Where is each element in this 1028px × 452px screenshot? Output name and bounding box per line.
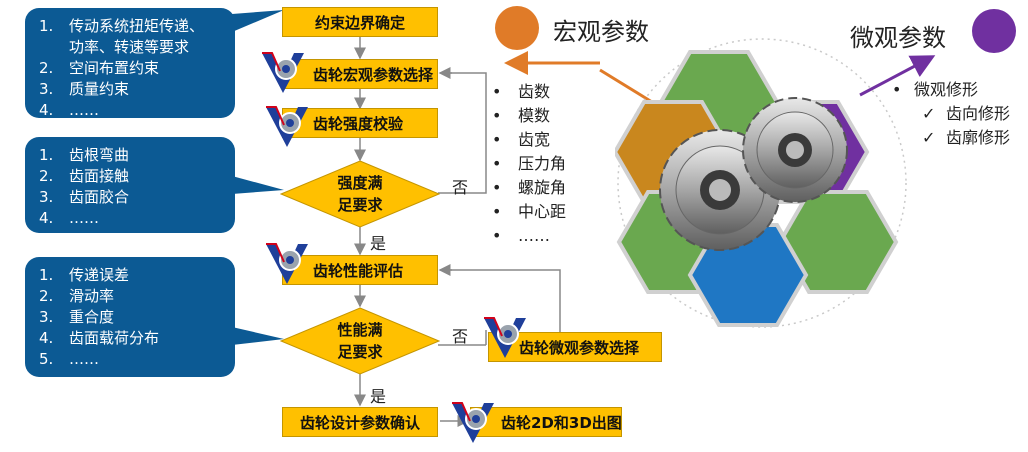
step-label: 齿轮微观参数选择 (519, 338, 640, 357)
edge-label-no: 否 (452, 327, 469, 346)
list-item: 4.…… (39, 101, 99, 119)
list-item: 3.质量约束 (39, 80, 130, 98)
step-perf-eval: 齿轮性能评估 (282, 255, 438, 285)
logo-icon (262, 52, 304, 93)
list-item: 3.重合度 (39, 308, 115, 326)
macro-title: 宏观参数 (553, 18, 649, 46)
list-item: 功率、转速等要求 (69, 38, 190, 56)
callout-performance: 1.传递误差 2.滑动率 3.重合度 4.齿面载荷分布 5.…… (25, 257, 235, 377)
micro-param-list: •微观修形 ✓齿向修形 ✓齿廓修形 (892, 78, 1010, 150)
list-item: •模数 (492, 106, 551, 125)
decision-strength-text: 强度满足要求 (337, 174, 383, 214)
callout-pointer (232, 327, 284, 345)
callout-pointer (232, 176, 284, 194)
list-item: •齿数 (492, 82, 551, 101)
step-label: 齿轮宏观参数选择 (313, 65, 434, 84)
list-item: 5.…… (39, 350, 99, 368)
logo-icon (484, 317, 526, 358)
macro-dot (495, 6, 539, 50)
list-item: 4.齿面载荷分布 (39, 329, 160, 347)
step-strength-check: 齿轮强度校验 (282, 108, 438, 138)
step-constraints: 约束边界确定 (282, 7, 438, 37)
logo-icon (452, 402, 494, 443)
list-item: 2.齿面接触 (39, 167, 130, 185)
gear-hexagon-illustration (615, 50, 899, 327)
list-item: •中心距 (492, 202, 567, 221)
micro-title: 微观参数 (850, 24, 946, 52)
list-item: •微观修形 (892, 80, 979, 99)
callout-constraints: 1.传动系统扭矩传递、 功率、转速等要求 2.空间布置约束 3.质量约束 4.…… (25, 8, 235, 119)
list-item: •…… (492, 226, 550, 245)
logo-icon (266, 243, 308, 284)
step-label: 齿轮性能评估 (313, 261, 404, 280)
decision-strength-diamond (280, 160, 440, 228)
gear-icon (659, 129, 781, 251)
step-micro-select: 齿轮微观参数选择 (488, 332, 662, 362)
callout-pointer (232, 10, 284, 32)
list-item: 4.…… (39, 209, 99, 227)
gear-icon (742, 97, 848, 203)
list-item: ✓齿向修形 (892, 102, 1010, 126)
list-item: •齿宽 (492, 130, 551, 149)
edge-label-yes: 是 (370, 387, 387, 406)
step-param-confirm: 齿轮设计参数确认 (282, 407, 438, 437)
step-label: 齿轮强度校验 (313, 114, 404, 133)
logo-icon (266, 106, 308, 147)
list-item: 2.空间布置约束 (39, 59, 160, 77)
list-item: 3.齿面胶合 (39, 188, 130, 206)
callout-strength: 1.齿根弯曲 2.齿面接触 3.齿面胶合 4.…… (25, 137, 235, 233)
edge-label-no: 否 (452, 178, 469, 197)
list-item: 2.滑动率 (39, 287, 115, 305)
list-item: 1.齿根弯曲 (39, 146, 130, 164)
macro-param-list: •齿数 •模数 •齿宽 •压力角 •螺旋角 •中心距 •…… (492, 80, 566, 248)
micro-dot (972, 9, 1016, 53)
list-item: •螺旋角 (492, 178, 567, 197)
decision-performance-diamond (280, 307, 440, 375)
decision-performance-text: 性能满足要求 (337, 321, 383, 361)
list-item: •压力角 (492, 154, 567, 173)
checkmark-icon: ✓ (922, 104, 936, 123)
edge-label-yes: 是 (370, 234, 387, 253)
list-item: ✓齿廓修形 (892, 126, 1010, 150)
step-macro-select: 齿轮宏观参数选择 (282, 59, 438, 89)
list-item: 1.传动系统扭矩传递、 (39, 17, 205, 35)
step-label: 齿轮2D和3D出图 (501, 413, 622, 432)
list-item: 1.传递误差 (39, 266, 130, 284)
checkmark-icon: ✓ (922, 128, 936, 147)
step-drawing: 齿轮2D和3D出图 (470, 407, 622, 437)
